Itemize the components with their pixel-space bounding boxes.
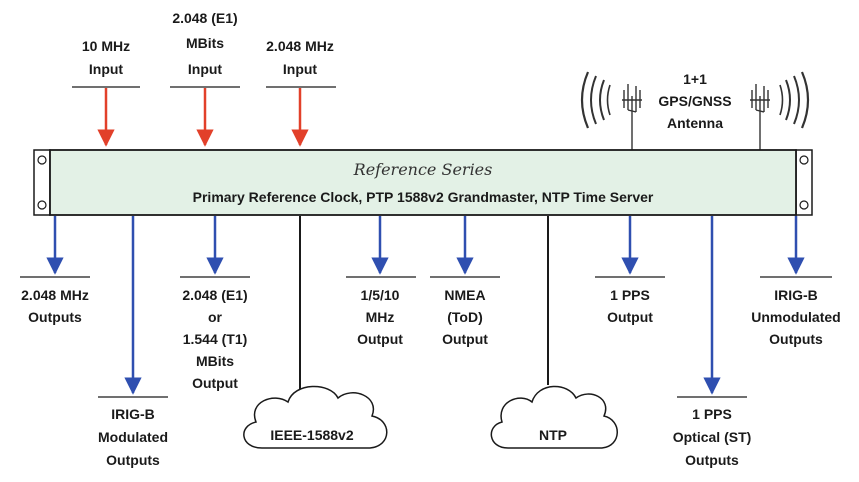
output-irigb-unmodulated: IRIG-B Unmodulated Outputs xyxy=(751,216,841,347)
output-label-line: Output xyxy=(357,331,403,347)
output-label-line: Output xyxy=(192,375,238,391)
ieee1588-cloud-icon: IEEE-1588v2 xyxy=(243,385,388,449)
output-1pps: 1 PPS Output xyxy=(595,216,665,325)
output-label-line: 2.048 MHz xyxy=(21,287,89,303)
ntp-label: NTP xyxy=(539,427,567,443)
output-label-line: Outputs xyxy=(685,452,739,468)
output-label-line: 1 PPS xyxy=(610,287,650,303)
rack-ear-left xyxy=(33,149,51,216)
antenna-right-icon xyxy=(750,71,810,150)
rack-ear-right xyxy=(795,149,813,216)
device-subtitle: Primary Reference Clock, PTP 1588v2 Gran… xyxy=(193,189,654,205)
input-label-line: 10 MHz xyxy=(82,38,130,54)
antenna-label-line: 1+1 xyxy=(683,71,707,87)
output-label-line: Output xyxy=(607,309,653,325)
output-label-line: Outputs xyxy=(769,331,823,347)
output-irigb-modulated: IRIG-B Modulated Outputs xyxy=(98,216,168,468)
antenna-label-line: GPS/GNSS xyxy=(658,93,731,109)
output-label-line: Outputs xyxy=(28,309,82,325)
output-label-line: 1 PPS xyxy=(692,406,732,422)
input-2048mhz: 2.048 MHz Input xyxy=(266,38,336,147)
output-label-line: IRIG-B xyxy=(774,287,818,303)
input-label-line: Input xyxy=(283,61,318,77)
output-label-line: (ToD) xyxy=(447,309,483,325)
antenna-left-icon xyxy=(580,71,642,150)
input-label-line: 2.048 MHz xyxy=(266,38,334,54)
output-label-line: 1.544 (T1) xyxy=(183,331,248,347)
device-series-title: Reference Series xyxy=(353,160,493,179)
output-2048mhz: 2.048 MHz Outputs xyxy=(20,216,90,325)
output-label-line: MBits xyxy=(196,353,234,369)
output-label-line: MHz xyxy=(366,309,395,325)
output-1pps-optical: 1 PPS Optical (ST) Outputs xyxy=(673,216,752,468)
output-1-5-10mhz: 1/5/10 MHz Output xyxy=(346,216,416,347)
output-label-line: 1/5/10 xyxy=(361,287,400,303)
input-label-line: MBits xyxy=(186,35,224,51)
device-panel: Reference Series Primary Reference Clock… xyxy=(49,149,797,216)
output-e1-t1-mbits: 2.048 (E1) or 1.544 (T1) MBits Output xyxy=(180,216,250,391)
input-label-line: Input xyxy=(188,61,223,77)
output-nmea-tod: NMEA (ToD) Output xyxy=(430,216,500,347)
input-10mhz: 10 MHz Input xyxy=(72,38,140,147)
output-label-line: NMEA xyxy=(444,287,485,303)
antenna-label-line: Antenna xyxy=(667,115,723,131)
output-label-line: Output xyxy=(442,331,488,347)
ntp-cloud-icon: NTP xyxy=(490,385,618,449)
antenna-label: 1+1 GPS/GNSS Antenna xyxy=(658,71,731,131)
output-label-line: or xyxy=(208,309,223,325)
input-e1-mbits: 2.048 (E1) MBits Input xyxy=(170,10,240,147)
ieee1588-label: IEEE-1588v2 xyxy=(270,427,353,443)
input-label-line: Input xyxy=(89,61,124,77)
output-label-line: Outputs xyxy=(106,452,160,468)
output-label-line: 2.048 (E1) xyxy=(182,287,247,303)
output-label-line: IRIG-B xyxy=(111,406,155,422)
input-label-line: 2.048 (E1) xyxy=(172,10,237,26)
output-label-line: Unmodulated xyxy=(751,309,840,325)
output-label-line: Optical (ST) xyxy=(673,429,752,445)
output-label-line: Modulated xyxy=(98,429,168,445)
